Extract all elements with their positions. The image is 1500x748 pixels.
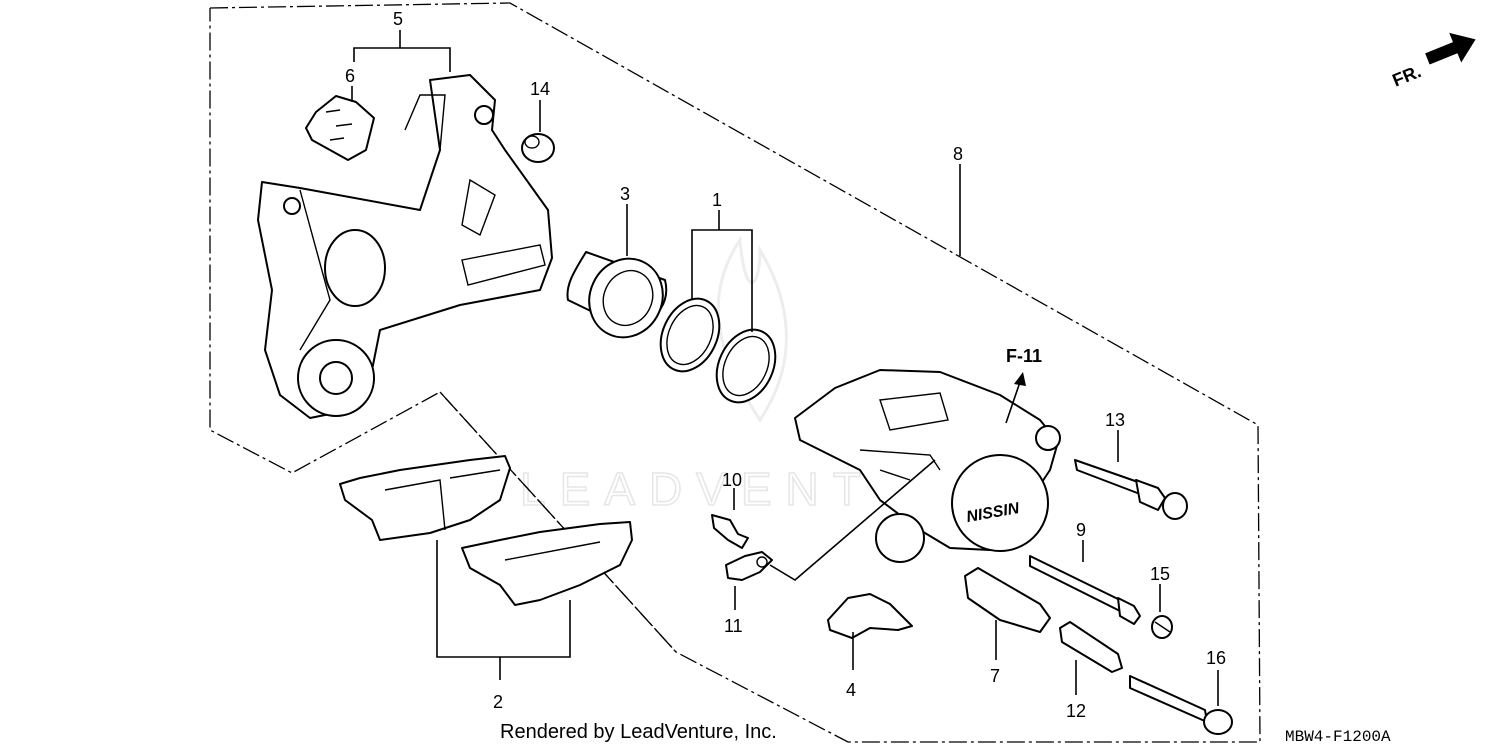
cap-nut[interactable] bbox=[1151, 615, 1173, 639]
pin-boot[interactable] bbox=[964, 567, 1051, 633]
callout-14: 14 bbox=[530, 79, 550, 99]
mounting-bolt[interactable] bbox=[1129, 675, 1233, 735]
callout-2: 2 bbox=[493, 692, 503, 712]
brake-pad-set[interactable] bbox=[339, 455, 633, 606]
callout-7: 7 bbox=[990, 666, 1000, 686]
callout-labels: 5 6 14 3 1 8 2 13 9 15 10 11 4 7 12 16 F… bbox=[345, 9, 1226, 721]
callout-6: 6 bbox=[345, 66, 355, 86]
callout-10: 10 bbox=[722, 470, 742, 490]
pin-bolt[interactable] bbox=[1074, 459, 1188, 520]
front-direction-indicator: FR. bbox=[1390, 32, 1476, 91]
callout-3: 3 bbox=[620, 184, 630, 204]
pin-sleeve[interactable] bbox=[1059, 621, 1123, 673]
callout-9: 9 bbox=[1076, 520, 1086, 540]
direction-label: FR. bbox=[1390, 61, 1424, 90]
callout-4: 4 bbox=[846, 680, 856, 700]
caliper-assembly-boundary bbox=[209, 2, 1261, 743]
bracket-clip[interactable] bbox=[305, 95, 375, 161]
reference-label: F-11 bbox=[1006, 346, 1042, 366]
caliper-body[interactable]: NISSIN bbox=[794, 369, 1061, 563]
pad-leader-dash bbox=[439, 391, 677, 653]
front-arrow-icon bbox=[1425, 32, 1476, 65]
diagram-code: MBW4-F1200A bbox=[1285, 728, 1391, 746]
callout-11: 11 bbox=[724, 616, 743, 636]
callout-8: 8 bbox=[953, 144, 963, 164]
callout-16: 16 bbox=[1206, 648, 1226, 668]
bleeder-valve[interactable] bbox=[711, 514, 749, 549]
callout-1: 1 bbox=[712, 190, 722, 210]
bleeder-cap[interactable] bbox=[725, 551, 773, 581]
callout-12: 12 bbox=[1066, 701, 1086, 721]
piston-seal-set[interactable] bbox=[649, 289, 786, 412]
pad-spring[interactable] bbox=[827, 593, 913, 639]
callout-5: 5 bbox=[393, 9, 403, 29]
reference-arrow bbox=[1005, 372, 1026, 424]
callout-15: 15 bbox=[1150, 564, 1170, 584]
callout-13: 13 bbox=[1105, 410, 1125, 430]
credit-text: Rendered by LeadVenture, Inc. bbox=[500, 721, 777, 743]
caliper-pin[interactable] bbox=[1029, 555, 1141, 625]
caliper-bracket[interactable] bbox=[257, 74, 553, 419]
leader-lines bbox=[351, 30, 1219, 706]
caliper-piston[interactable] bbox=[566, 247, 675, 350]
bracket-nut[interactable] bbox=[521, 133, 555, 163]
